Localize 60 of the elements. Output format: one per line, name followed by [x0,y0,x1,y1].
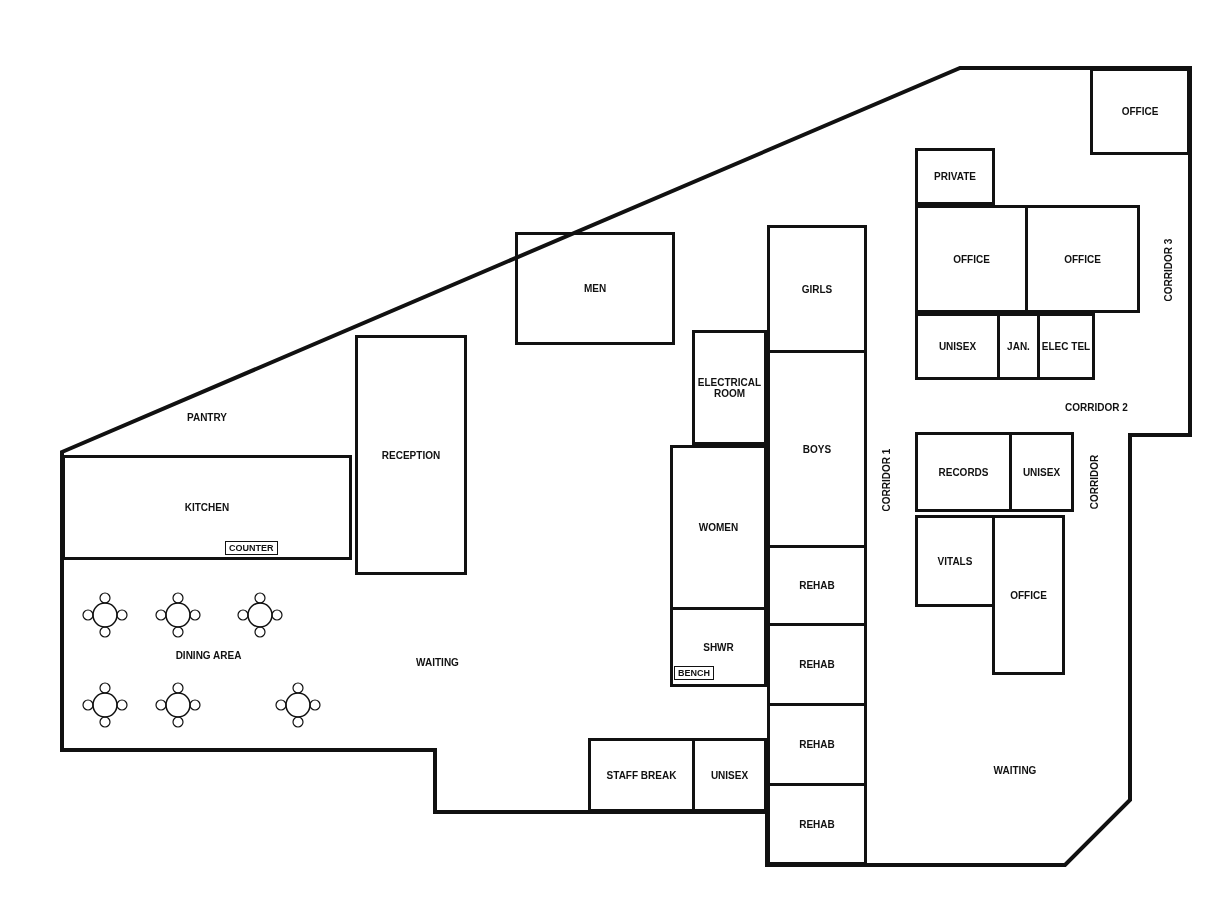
room-name: OFFICE [1121,106,1159,117]
room-name: UNISEX [938,341,977,352]
room-name: PANTRY [187,412,227,423]
room-name: STAFF BREAK [606,769,677,781]
room-name: SHWR [703,641,734,653]
room-name: WAITING [993,764,1037,776]
room-name: PRIVATE [934,171,976,182]
room-name: ELECTRICAL ROOM [696,376,763,399]
room-name: RECEPTION [381,449,441,461]
room-outline [767,783,867,865]
room-outline [915,432,1012,512]
room-name: JAN. [1007,341,1030,352]
room-name: WOMEN [698,522,739,533]
corridor-label: CORRIDOR 1 [880,448,892,512]
room-outline [767,623,867,706]
room-outline [670,445,767,610]
room-outline [915,205,1028,313]
room-name: RECORDS [938,466,989,478]
room-outline [670,607,767,687]
room-name: DINING AREA [175,649,242,661]
room-name: REHAB [799,580,835,591]
room-name: REHAB [799,818,835,830]
room-name: UNISEX [1022,466,1061,478]
room-outline [692,330,767,445]
room-outline [767,545,867,626]
room-name: MEN [583,283,607,294]
room-outline [515,232,675,345]
room-name: REHAB [799,739,835,750]
room-name: UNISEX [710,769,749,781]
room-name: OFFICE [1010,589,1047,601]
room-outline [1090,68,1190,155]
room-outline [915,515,995,607]
corridor-label: CORRIDOR [1088,454,1100,510]
room-outline [992,515,1065,675]
room-outline [692,738,767,812]
room-outline [1037,313,1095,380]
room-name: ELEC TEL [1041,341,1091,352]
fixture-label: COUNTER [225,541,278,555]
room-outline [355,335,467,575]
corridor-label: CORRIDOR 3 [1162,238,1174,302]
room-name: OFFICE [1064,253,1101,265]
room-outline [915,148,995,205]
room-outline [62,455,352,560]
room-name: OFFICE [953,253,990,265]
room-outline [767,703,867,786]
corridor-label: CORRIDOR 2 [1065,402,1128,413]
room-name: VITALS [937,555,973,567]
room-outline [767,225,867,353]
fixture-label: BENCH [674,666,714,680]
room-outline [588,738,695,812]
room-name: GIRLS [801,283,833,295]
room-name: REHAB [799,659,835,670]
room-outline [767,350,867,548]
room-name: BOYS [802,443,832,455]
room-outline [915,313,1000,380]
room-outline [1009,432,1074,512]
room-name: WAITING [416,657,459,668]
room-name: KITCHEN [184,502,230,513]
room-outline [997,313,1040,380]
room-outline [1025,205,1140,313]
